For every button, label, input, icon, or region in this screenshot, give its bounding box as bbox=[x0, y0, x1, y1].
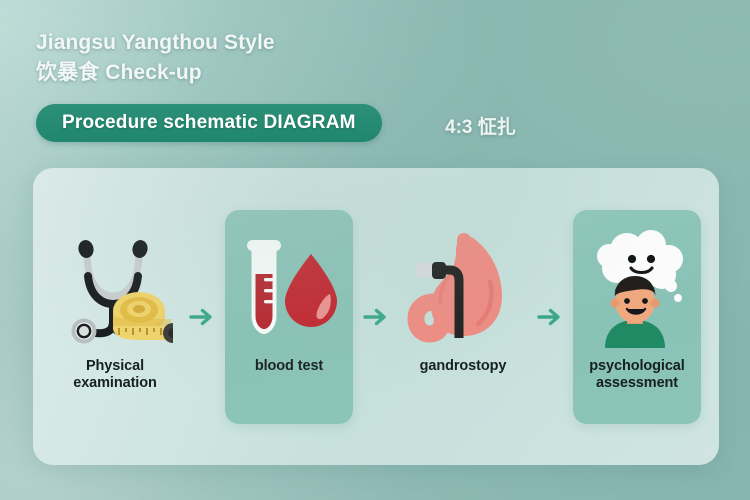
page-title-line-1: Jiangsu Yangthou Style bbox=[36, 31, 275, 54]
step-gandrostopy[interactable]: gandrostopy bbox=[399, 210, 527, 424]
step-label: blood test bbox=[254, 357, 324, 374]
page-title-line-2: 饮暴食 Check-up bbox=[36, 61, 202, 84]
diagram-badge-label: Procedure schematic DIAGRAM bbox=[62, 112, 356, 133]
flow-arrow-1 bbox=[185, 300, 219, 334]
step-blood-test[interactable]: blood test bbox=[225, 209, 353, 424]
flow-arrow-3 bbox=[533, 300, 567, 334]
stethoscope-tape-icon bbox=[56, 228, 174, 348]
diagram-badge: Procedure schematic DIAGRAM bbox=[36, 104, 382, 142]
stomach-endoscope-icon bbox=[404, 228, 522, 348]
step-label: gandrostopy bbox=[419, 357, 507, 374]
test-tube-blood-drop-icon bbox=[230, 228, 348, 348]
aspect-ratio-label: 4:3 怔扎 bbox=[445, 117, 516, 138]
flow-arrow-2 bbox=[359, 300, 393, 334]
person-thought-cloud-icon bbox=[578, 228, 696, 348]
